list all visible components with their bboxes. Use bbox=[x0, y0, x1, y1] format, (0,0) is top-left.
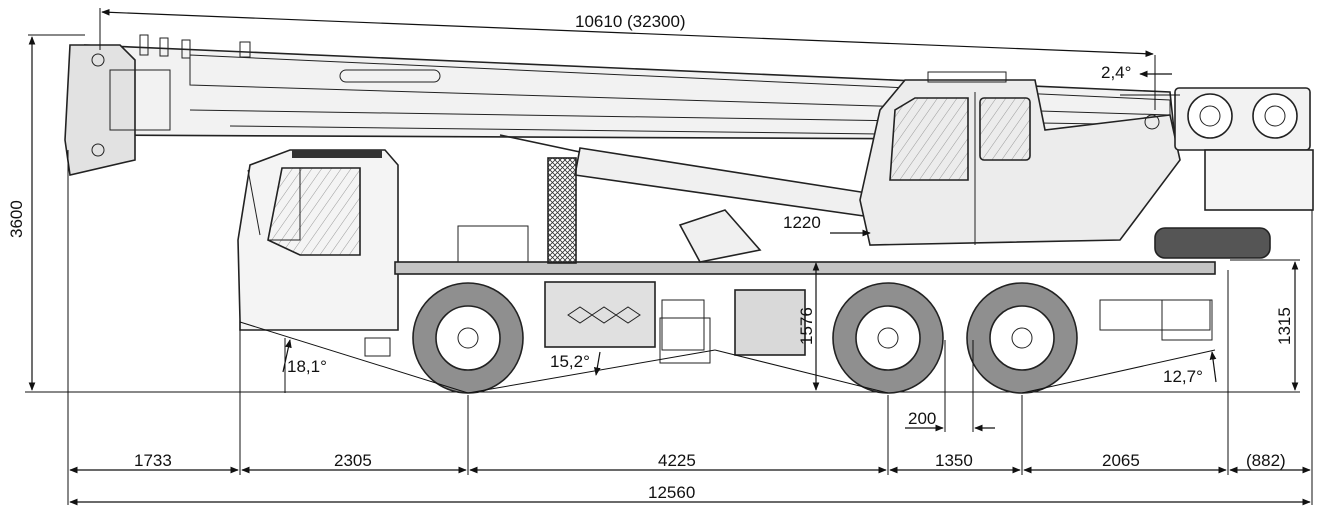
overall-height-label: 3600 bbox=[7, 200, 26, 238]
superstructure bbox=[859, 71, 1314, 246]
wheelbase-3-label: 1350 bbox=[935, 451, 973, 470]
cabin-base-height-label: 1220 bbox=[783, 213, 821, 232]
ramp-angle-label: 15,2° bbox=[550, 352, 590, 371]
driver-cab bbox=[237, 149, 399, 331]
departure-angle-label: 12,7° bbox=[1163, 367, 1203, 386]
dimension-labels: 10610 (32300) 2,4° 3600 1220 1576 1315 1… bbox=[7, 12, 1294, 502]
rear-overhang-label: (882) bbox=[1246, 451, 1286, 470]
wheelbase-2-label: 4225 bbox=[658, 451, 696, 470]
front-overhang-label: 1733 bbox=[134, 451, 172, 470]
frame-height-rear-label: 1315 bbox=[1275, 307, 1294, 345]
dimension-lines bbox=[28, 8, 1313, 506]
axle-offset-label: 200 bbox=[908, 409, 936, 428]
overall-length-label: 12560 bbox=[648, 483, 695, 502]
wheel-rear bbox=[966, 282, 1078, 394]
boom-angle-label: 2,4° bbox=[1101, 63, 1131, 82]
approach-angle-label: 18,1° bbox=[287, 357, 327, 376]
wheel-middle bbox=[832, 282, 944, 394]
wheelbase-1-label: 2305 bbox=[334, 451, 372, 470]
frame-height-mid-label: 1576 bbox=[797, 307, 816, 345]
crane-illustration bbox=[25, 34, 1314, 394]
rear-to-axle-label: 2065 bbox=[1102, 451, 1140, 470]
boom-length-label: 10610 (32300) bbox=[575, 12, 686, 31]
wheel-front bbox=[412, 282, 524, 394]
carrier-chassis bbox=[364, 157, 1271, 364]
